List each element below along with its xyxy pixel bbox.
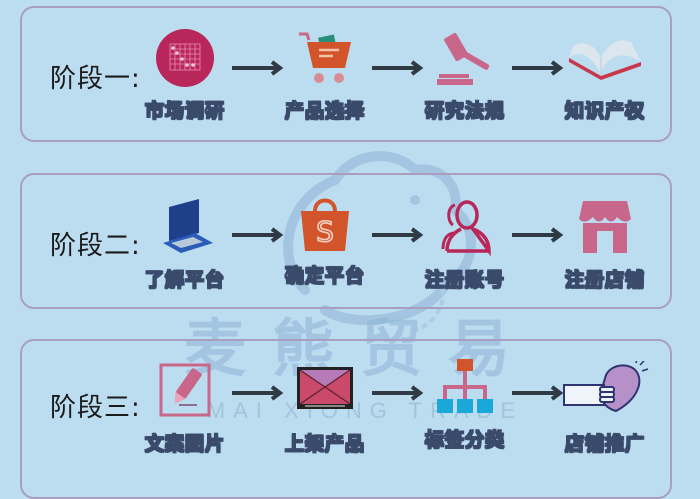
step-register-account: 注册账号 — [405, 197, 525, 292]
step-label: 确定平台 — [284, 265, 365, 288]
arrow-right-icon — [372, 60, 424, 76]
stage-1-panel: 阶段一: 市场调研 — [20, 6, 672, 142]
step-label: 店铺推广 — [564, 433, 645, 456]
arrow-right-icon — [372, 385, 424, 401]
arrow-right-icon — [512, 60, 564, 76]
step-understand-platform: 了解平台 — [125, 197, 245, 292]
step-intellectual-property: 知识产权 — [545, 28, 665, 123]
step-label: 知识产权 — [564, 100, 645, 123]
step-label: 注册店铺 — [564, 269, 645, 292]
stage-2-label: 阶段二: — [50, 231, 141, 261]
step-choose-platform: S 确定平台 — [265, 193, 385, 288]
step-label: 市场调研 — [144, 100, 225, 123]
step-label: 标签分类 — [424, 429, 505, 452]
arrow-right-icon — [372, 227, 424, 243]
arrow-right-icon — [232, 60, 284, 76]
step-label: 文案图片 — [144, 433, 225, 456]
step-list-products: 上架产品 — [265, 361, 385, 456]
storefront-icon — [575, 197, 635, 257]
arrow-right-icon — [512, 227, 564, 243]
laptop-icon — [155, 197, 215, 257]
market-research-chart-icon — [155, 28, 215, 88]
arrow-right-icon — [512, 385, 564, 401]
step-research-regulations: 研究法规 — [405, 28, 525, 123]
arrow-right-icon — [232, 385, 284, 401]
step-register-store: 注册店铺 — [545, 197, 665, 292]
stage-1-label: 阶段一: — [50, 64, 141, 94]
step-label: 上架产品 — [284, 433, 365, 456]
stage-3-label: 阶段三: — [50, 393, 141, 423]
pencil-edit-icon — [155, 361, 215, 421]
shopping-cart-icon — [295, 28, 355, 88]
step-tag-categorize: 标签分类 — [405, 357, 525, 452]
shopee-bag-icon: S — [295, 193, 355, 253]
step-label: 了解平台 — [144, 269, 225, 292]
step-product-selection: 产品选择 — [265, 28, 385, 123]
step-copy-images: 文案图片 — [125, 361, 245, 456]
arrow-right-icon — [232, 227, 284, 243]
hand-heart-icon — [560, 358, 650, 421]
step-label: 研究法规 — [424, 100, 505, 123]
stage-2-panel: 阶段二: 了解平台 S 确定平台 — [20, 173, 672, 309]
step-label: 产品选择 — [284, 100, 365, 123]
users-icon — [435, 197, 495, 257]
monitor-listing-icon — [295, 361, 355, 421]
open-book-icon — [565, 28, 645, 88]
stage-3-panel: 阶段三: 文案图片 上架产品 — [20, 339, 672, 499]
svg-text:S: S — [316, 215, 334, 248]
hierarchy-icon — [435, 357, 495, 417]
step-store-promotion: 店铺推广 — [545, 358, 665, 456]
step-label: 注册账号 — [424, 269, 505, 292]
step-market-research: 市场调研 — [125, 28, 245, 123]
gavel-icon — [435, 28, 495, 88]
